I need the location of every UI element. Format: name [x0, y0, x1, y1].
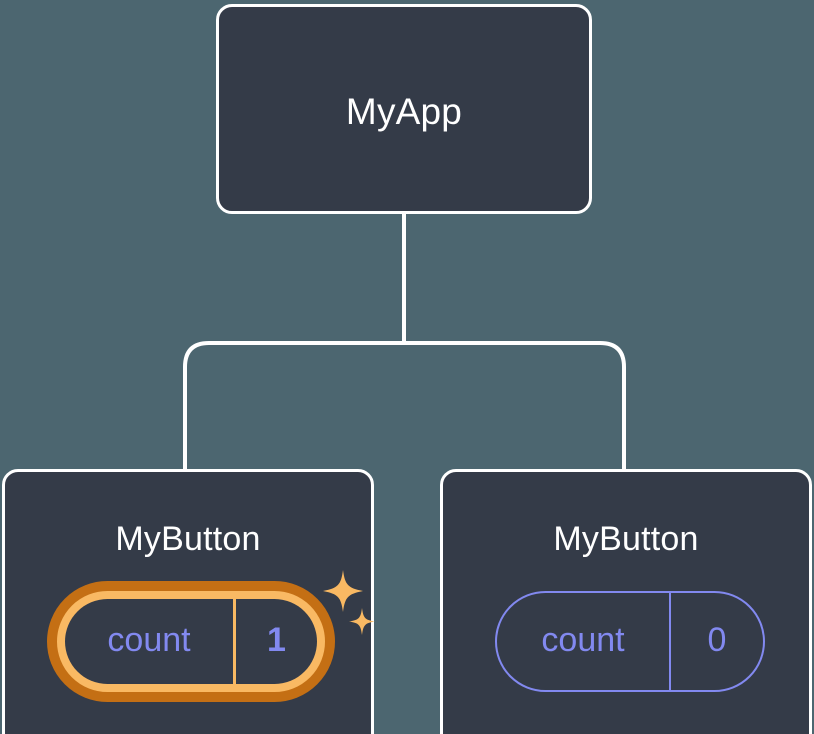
state-pill-highlighted-inner: count 1 [65, 599, 317, 684]
node-myapp[interactable]: MyApp [216, 4, 592, 214]
node-myapp-title: MyApp [345, 91, 463, 132]
sparkle-large-icon [323, 570, 363, 612]
state-key-label: count [107, 620, 191, 659]
node-mybutton-right-title: MyButton [553, 520, 699, 558]
state-pill-highlighted[interactable]: count 1 [47, 581, 335, 702]
node-mybutton-left-title: MyButton [115, 520, 261, 558]
state-value-label: 1 [233, 599, 317, 684]
node-mybutton-right[interactable]: MyButton count 0 [440, 469, 812, 734]
node-mybutton-left[interactable]: MyButton count 1 [2, 469, 375, 734]
connector-branch-bus [183, 341, 626, 471]
sparkle-small-icon [349, 608, 375, 635]
state-key-label: count [541, 620, 625, 659]
state-pill-plain[interactable]: count 0 [495, 591, 765, 692]
state-value-label: 0 [669, 593, 763, 690]
